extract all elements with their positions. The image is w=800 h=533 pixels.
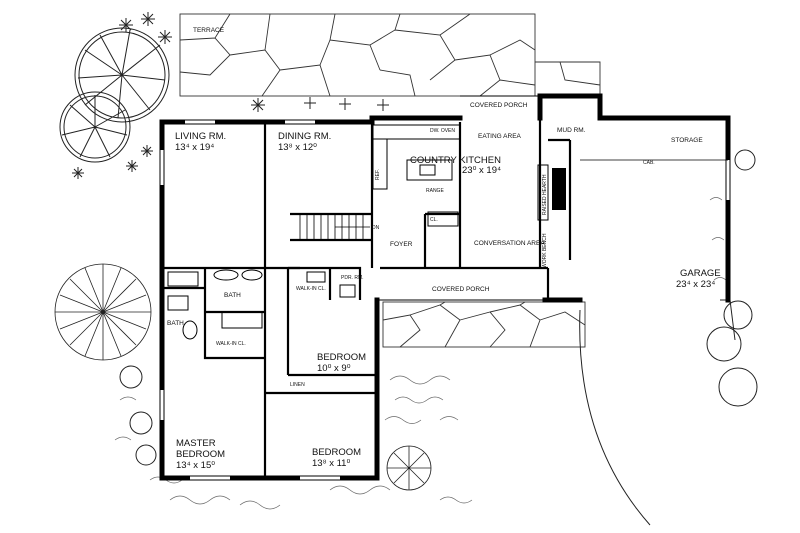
label-terrace: TERRACE xyxy=(193,27,225,34)
label-country-kitchen: COUNTRY KITCHEN xyxy=(410,155,501,166)
interior-walls xyxy=(162,118,572,478)
label-master-bedroom-size: 13⁴ x 15⁰ xyxy=(176,460,215,471)
label-range: RANGE xyxy=(426,188,444,194)
label-conversation-area: CONVERSATION AREA xyxy=(474,240,545,247)
label-eating-area: EATING AREA xyxy=(478,133,522,140)
label-covered-porch: COVERED PORCH xyxy=(432,286,490,293)
label-cabinet: CAB. xyxy=(643,160,655,166)
front-stone-walk xyxy=(382,301,586,348)
bushes-stars xyxy=(72,12,389,179)
label-powder-room: PDR. RM. xyxy=(341,275,364,281)
tree-top-left-large xyxy=(74,27,170,123)
stairs xyxy=(299,214,370,240)
label-dining-room: DINING RM. xyxy=(278,131,331,142)
label-dining-room-size: 13⁸ x 12⁰ xyxy=(278,142,317,153)
label-bedroom-small: BEDROOM xyxy=(317,352,366,363)
bath-fixtures xyxy=(167,269,356,340)
shrubs-right xyxy=(706,149,758,407)
label-ref: REF. xyxy=(375,169,381,180)
label-cl: CL. xyxy=(430,217,438,223)
windows xyxy=(160,120,730,480)
label-living-room-size: 13⁴ x 19⁴ xyxy=(175,142,214,153)
label-work-bench: WORK BENCH xyxy=(542,233,548,268)
kitchen-fixtures xyxy=(372,124,461,227)
label-covered-porch-top: COVERED PORCH xyxy=(470,102,528,109)
label-garage: GARAGE xyxy=(680,268,721,279)
label-garage-size: 23⁴ x 23⁴ xyxy=(676,279,715,290)
terrace-pavers xyxy=(179,13,601,97)
hearth xyxy=(537,164,566,221)
label-raised-hearth: RAISED HEARTH xyxy=(542,174,548,215)
label-dw-oven: DW. OVEN xyxy=(430,128,455,134)
tree-top-left-small xyxy=(59,91,131,163)
label-bath-master: BATH xyxy=(167,320,184,327)
exterior-walls xyxy=(159,93,731,481)
label-living-room: LIVING RM. xyxy=(175,131,226,142)
tree-bottom-round xyxy=(386,445,432,491)
label-storage: STORAGE xyxy=(671,137,703,144)
label-bedroom-large-size: 13⁸ x 11⁰ xyxy=(312,458,350,469)
label-linen: LINEN xyxy=(290,382,305,388)
tree-left-round xyxy=(54,263,152,361)
label-bedroom-small-size: 10⁰ x 9⁰ xyxy=(317,363,351,374)
label-country-kitchen-size: 23⁰ x 19⁴ xyxy=(462,165,501,176)
window-frames xyxy=(159,119,340,481)
label-bedroom-large: BEDROOM xyxy=(312,447,361,458)
label-dn: DN xyxy=(372,225,380,231)
label-walkin-closet: WALK-IN CL. xyxy=(296,286,326,292)
shrubs-left xyxy=(119,365,157,466)
driveway-edge xyxy=(579,309,651,526)
label-bath: BATH xyxy=(224,292,241,299)
label-foyer: FOYER xyxy=(390,241,413,248)
label-mud-room: MUD RM. xyxy=(557,127,586,134)
label-walkin-closet-master: WALK-IN CL. xyxy=(216,341,246,347)
